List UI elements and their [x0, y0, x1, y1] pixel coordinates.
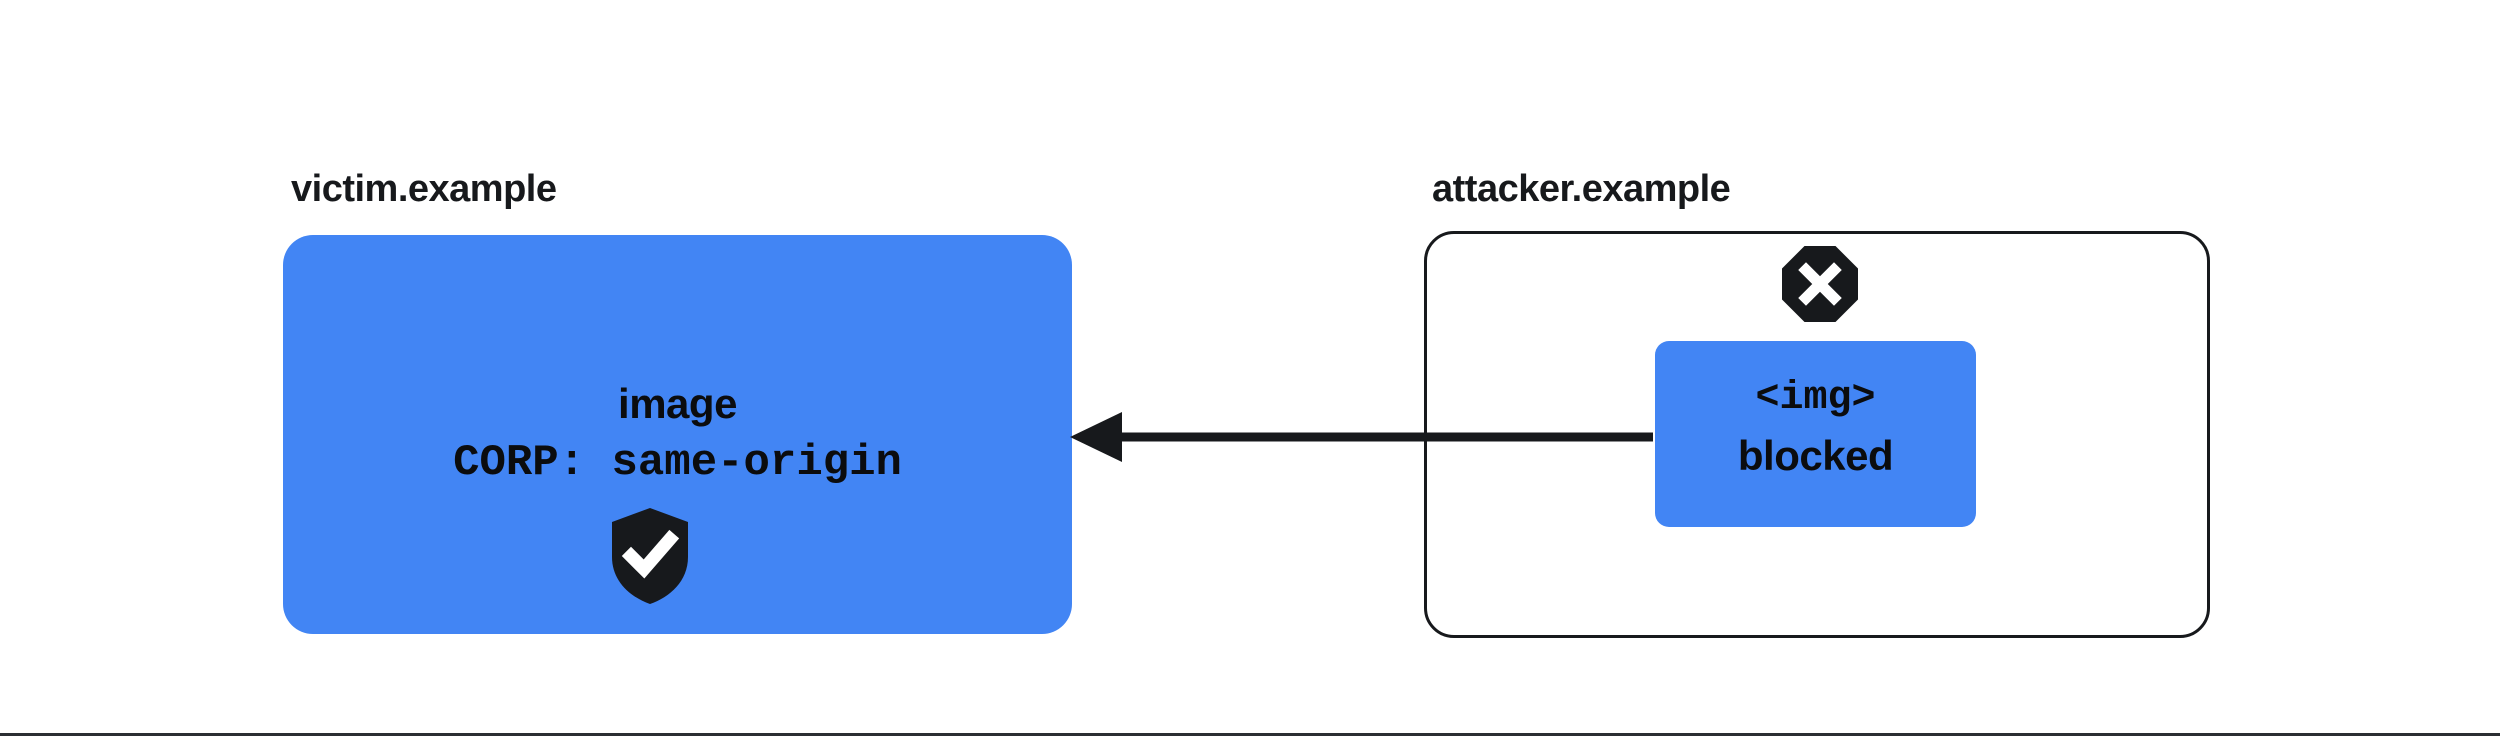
attacker-embed-text: <img> blocked: [1655, 371, 1976, 485]
bottom-divider: [0, 733, 2500, 736]
victim-resource-header: CORP: same-origin: [453, 438, 902, 488]
octagon-x-icon: [1782, 246, 1858, 322]
attacker-embed-status: blocked: [1737, 432, 1894, 479]
attacker-embed-tag: <img>: [1755, 376, 1876, 421]
request-arrow: [1070, 412, 1653, 462]
victim-resource-name: image: [618, 380, 737, 427]
victim-resource-box: [283, 235, 1072, 634]
victim-origin-label: victim.example: [291, 168, 557, 210]
shield-check-icon: [612, 508, 688, 604]
attacker-embed-box: [1655, 341, 1976, 527]
victim-resource-text: image CORP: same-origin: [283, 375, 1072, 493]
attacker-origin-label: attacker.example: [1432, 168, 1731, 210]
